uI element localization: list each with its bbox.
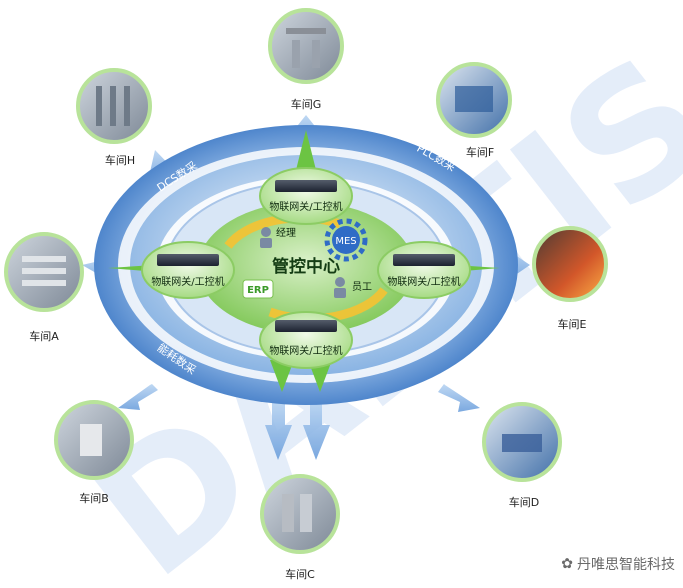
manager-label: 经理 [276, 226, 296, 239]
staff-label: 员工 [352, 281, 372, 293]
workshop-a: 车间A [4, 232, 84, 343]
workshop-photo [532, 226, 608, 302]
workshop-d-label: 车间D [509, 495, 539, 509]
workshop-e-label: 车间E [558, 317, 587, 331]
workshop-f-label: 车间F [466, 145, 494, 159]
center-title: 管控中心 [272, 256, 340, 277]
gateway-left-label: 物联网关/工控机 [151, 275, 224, 288]
manager-icon [260, 227, 272, 248]
gateway-bottom-label: 物联网关/工控机 [269, 344, 342, 357]
gateway-device-icon [393, 254, 455, 266]
gateway-top-label: 物联网关/工控机 [269, 200, 342, 213]
workshop-f: 车间F [436, 62, 512, 159]
staff-icon [334, 277, 346, 298]
mes-gear-icon: MES [324, 218, 368, 262]
gateway-device-icon [157, 254, 219, 266]
gateway-bottom: 物联网关/工控机 [259, 311, 353, 369]
workshop-c: 车间C [260, 474, 340, 581]
workshop-a-label: 车间A [29, 329, 59, 343]
workshop-c-label: 车间C [285, 567, 315, 581]
brand-footer: ✿ 丹唯思智能科技 [561, 554, 675, 574]
gateway-right: 物联网关/工控机 [377, 241, 471, 299]
workshop-e: 车间E [532, 226, 608, 331]
workshop-b: 车间B [54, 400, 134, 505]
brand-name: 丹唯思智能科技 [577, 557, 675, 573]
wechat-icon: ✿ [561, 556, 573, 572]
gateway-device-icon [275, 320, 337, 332]
gateway-right-label: 物联网关/工控机 [387, 275, 460, 288]
workshop-h: 车间H [76, 68, 152, 167]
workshop-h-label: 车间H [105, 153, 135, 167]
center-core [198, 202, 414, 334]
erp-badge: ERP [242, 279, 274, 299]
gateway-top: 物联网关/工控机 [259, 167, 353, 225]
gateway-device-icon [275, 180, 337, 192]
workshop-d: 车间D [482, 402, 562, 509]
workshop-g-label: 车间G [291, 97, 322, 111]
mes-label: MES [335, 236, 356, 247]
gateway-left: 物联网关/工控机 [141, 241, 235, 299]
workshop-g: 车间G [268, 8, 344, 111]
workshop-photo [268, 8, 344, 84]
workshop-b-label: 车间B [79, 491, 109, 505]
erp-label: ERP [247, 285, 269, 296]
